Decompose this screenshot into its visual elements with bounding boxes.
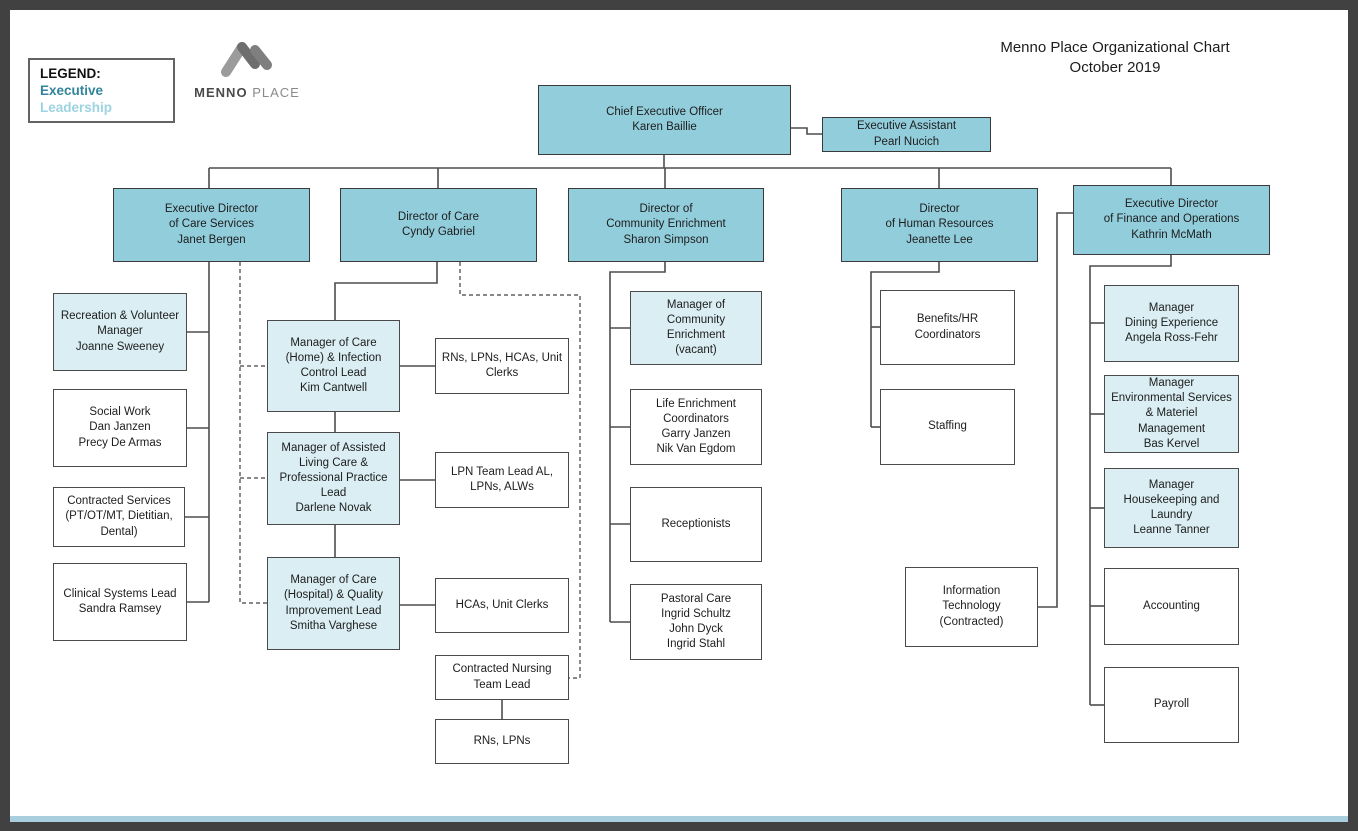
legend-item-executive: Executive (40, 82, 104, 98)
node-director-human-resources: Director of Human Resources Jeanette Lee (841, 188, 1038, 262)
node-exec-director-finance-operations: Executive Director of Finance and Operat… (1073, 185, 1270, 255)
node-information-technology: Information Technology (Contracted) (905, 567, 1038, 647)
node-director-community-enrichment: Director of Community Enrichment Sharon … (568, 188, 764, 262)
node-hcas-unit-clerks: HCAs, Unit Clerks (435, 578, 569, 633)
page-footer-accent-bar (10, 816, 1348, 822)
node-executive-assistant: Executive Assistant Pearl Nucich (822, 117, 991, 152)
node-exec-director-care-services: Executive Director of Care Services Jane… (113, 188, 310, 262)
node-manager-assisted-living: Manager of Assisted Living Care & Profes… (267, 432, 400, 525)
node-manager-dining-experience: Manager Dining Experience Angela Ross-Fe… (1104, 285, 1239, 362)
node-lpn-team-lead: LPN Team Lead AL, LPNs, ALWs (435, 452, 569, 508)
node-clinical-systems-lead: Clinical Systems Lead Sandra Ramsey (53, 563, 187, 641)
node-social-work: Social Work Dan Janzen Precy De Armas (53, 389, 187, 467)
logo-wordmark: MENNO PLACE (187, 85, 307, 100)
node-contracted-nursing-team-lead: Contracted Nursing Team Lead (435, 655, 569, 700)
node-rns-lpns-hcas-unit-clerks: RNs, LPNs, HCAs, Unit Clerks (435, 338, 569, 394)
node-manager-housekeeping-laundry: Manager Housekeeping and Laundry Leanne … (1104, 468, 1239, 548)
node-pastoral-care: Pastoral Care Ingrid Schultz John Dyck I… (630, 584, 762, 660)
node-life-enrichment-coordinators: Life Enrichment Coordinators Garry Janze… (630, 389, 762, 465)
node-manager-care-hospital-quality: Manager of Care (Hospital) & Quality Imp… (267, 557, 400, 650)
node-recreation-volunteer-manager: Recreation & Volunteer Manager Joanne Sw… (53, 293, 187, 371)
chart-title-line1: Menno Place Organizational Chart (1000, 39, 1230, 56)
node-accounting: Accounting (1104, 568, 1239, 645)
node-manager-environmental-services: Manager Environmental Services & Materie… (1104, 375, 1239, 453)
menno-place-logo: MENNO PLACE (187, 38, 307, 100)
mountain-ribbon-icon (221, 42, 272, 77)
logo-word-place: PLACE (252, 85, 300, 100)
legend-heading: LEGEND: (40, 66, 101, 81)
node-receptionists: Receptionists (630, 487, 762, 562)
chart-title: Menno Place Organizational Chart October… (950, 38, 1280, 79)
chart-title-line2: October 2019 (1069, 59, 1161, 77)
node-manager-community-enrichment: Manager of Community Enrichment (vacant) (630, 291, 762, 365)
legend-item-leadership: Leadership (40, 99, 113, 115)
node-manager-care-home-infection: Manager of Care (Home) & Infection Contr… (267, 320, 400, 412)
legend: LEGEND: Executive Leadership (28, 58, 175, 123)
node-rns-lpns: RNs, LPNs (435, 719, 569, 764)
node-director-of-care: Director of Care Cyndy Gabriel (340, 188, 537, 262)
node-contracted-services: Contracted Services (PT/OT/MT, Dietitian… (53, 487, 185, 547)
node-chief-executive-officer: Chief Executive Officer Karen Baillie (538, 85, 791, 155)
node-staffing: Staffing (880, 389, 1015, 465)
node-payroll: Payroll (1104, 667, 1239, 743)
logo-word-menno: MENNO (194, 85, 248, 100)
node-benefits-hr-coordinators: Benefits/HR Coordinators (880, 290, 1015, 365)
